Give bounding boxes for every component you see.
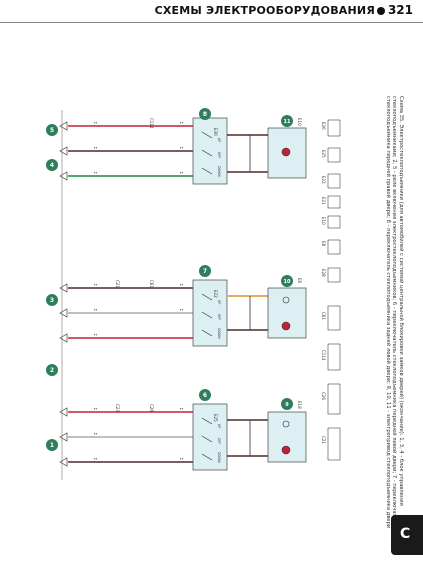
bullet-icon: [377, 7, 385, 15]
circuit-group-middle: ↔ ↔ ↔ ↔ ↔ UP OFF DOWN: [59, 279, 307, 347]
svg-text:↔: ↔: [94, 120, 98, 125]
switch-7-badge: [199, 265, 211, 277]
connector-label: E6: [297, 278, 302, 284]
connector-label: C26: [321, 392, 326, 400]
connector-label: C114: [321, 350, 326, 361]
switch-8-badge: [199, 108, 211, 120]
connector-label: C21: [115, 280, 120, 288]
connector-label: C114: [149, 118, 154, 129]
svg-text:↔: ↔: [94, 332, 98, 337]
terminal-icon: [59, 283, 68, 293]
svg-text:↔: ↔: [94, 406, 98, 411]
connector-label: E21: [321, 197, 326, 205]
node-2-badge: [46, 364, 58, 376]
svg-text:↔: ↔: [180, 307, 184, 312]
connector-label: E10: [321, 217, 326, 225]
svg-text:DOWN: DOWN: [217, 452, 221, 463]
motor-10-box: [267, 287, 307, 339]
circuit-group-top: ↔ ↔ ↔ ↔ ↔ ↔ UP OFF DOWN: [59, 117, 307, 185]
svg-text:↔: ↔: [94, 145, 98, 150]
terminal-icon: [59, 146, 68, 156]
svg-text:↔: ↔: [180, 282, 184, 287]
connector-label: E18: [297, 401, 302, 409]
motor-10-badge: [281, 275, 293, 287]
motor-icon: [282, 296, 290, 304]
terminal-icon: [59, 457, 68, 467]
connector-label: E10: [297, 118, 302, 126]
node-label: 8: [203, 111, 207, 118]
connector-label: C23: [115, 404, 120, 412]
circuit-group-bottom: ↔ ↔ ↔ ↔ ↔ UP OFF DOWN: [59, 403, 307, 471]
node-label: 5: [50, 127, 54, 134]
svg-text:↔: ↔: [94, 307, 98, 312]
header-title: СХЕМЫ ЭЛЕКТРООБОРУДОВАНИЯ: [154, 4, 375, 17]
connector-label: C61: [149, 280, 154, 288]
svg-text:↔: ↔: [180, 456, 184, 461]
node-3-badge: [46, 294, 58, 306]
motor-icon: [281, 147, 291, 157]
connector-label: C26: [149, 404, 154, 412]
terminal-icon: [59, 432, 68, 442]
node-label: 6: [203, 392, 207, 399]
motor-11-badge: [281, 115, 293, 127]
connector-label: E22: [213, 290, 218, 298]
switch-6-badge: [199, 389, 211, 401]
connector-pictograms: [327, 119, 341, 461]
node-label: 3: [50, 297, 54, 304]
svg-text:OFF: OFF: [217, 438, 221, 444]
section-tab-label: С: [400, 526, 411, 542]
svg-text:OFF: OFF: [217, 152, 221, 158]
caption-text: Схема 35. Электростеклоподъемники (для а…: [384, 96, 404, 529]
svg-text:DOWN: DOWN: [217, 328, 221, 339]
svg-text:DOWN: DOWN: [217, 166, 221, 177]
figure-caption: Схема 35. Электростеклоподъемники (для а…: [360, 96, 404, 556]
motor-icon: [282, 420, 290, 428]
terminal-icon: [59, 333, 68, 343]
page-header: СХЕМЫ ЭЛЕКТРООБОРУДОВАНИЯ 321: [0, 0, 423, 23]
node-label: 1: [50, 442, 54, 449]
svg-text:↔: ↔: [94, 456, 98, 461]
svg-text:UP: UP: [217, 424, 221, 428]
node-label: 10: [284, 279, 291, 285]
section-tab: С: [391, 515, 423, 555]
svg-text:↔: ↔: [180, 406, 184, 411]
node-4-badge: [46, 159, 58, 171]
connector-label: E26: [321, 122, 326, 130]
node-label: 11: [284, 119, 291, 125]
svg-text:↔: ↔: [94, 431, 98, 436]
motor-9-box: [267, 411, 307, 463]
terminal-icon: [59, 308, 68, 318]
node-label: 2: [50, 367, 54, 374]
svg-text:OFF: OFF: [217, 314, 221, 320]
svg-text:UP: UP: [217, 138, 221, 142]
motor-icon: [281, 445, 291, 455]
svg-text:↔: ↔: [180, 120, 184, 125]
svg-text:↔: ↔: [94, 282, 98, 287]
connector-label: E28: [321, 269, 326, 277]
motor-icon: [281, 321, 291, 331]
svg-text:↔: ↔: [180, 170, 184, 175]
node-label: 7: [203, 268, 207, 275]
connector-label: C61: [321, 312, 326, 320]
motor-9-badge: [281, 398, 293, 410]
connector-label: E25: [213, 414, 218, 422]
terminal-icon: [59, 171, 68, 181]
svg-text:↔: ↔: [180, 145, 184, 150]
terminal-icon: [59, 121, 68, 131]
page-number: 321: [387, 3, 413, 17]
node-1-badge: [46, 439, 58, 451]
connector-label: E30: [213, 128, 218, 136]
svg-text:↔: ↔: [94, 170, 98, 175]
terminal-icon: [59, 407, 68, 417]
node-5-badge: [46, 124, 58, 136]
node-label: 4: [50, 162, 54, 169]
node-label: 9: [285, 402, 289, 408]
connector-label: E22: [321, 176, 326, 184]
connector-label: E8: [321, 241, 326, 247]
connector-label: C21: [321, 436, 326, 444]
svg-text:UP: UP: [217, 300, 221, 304]
connector-label: E25: [321, 150, 326, 158]
